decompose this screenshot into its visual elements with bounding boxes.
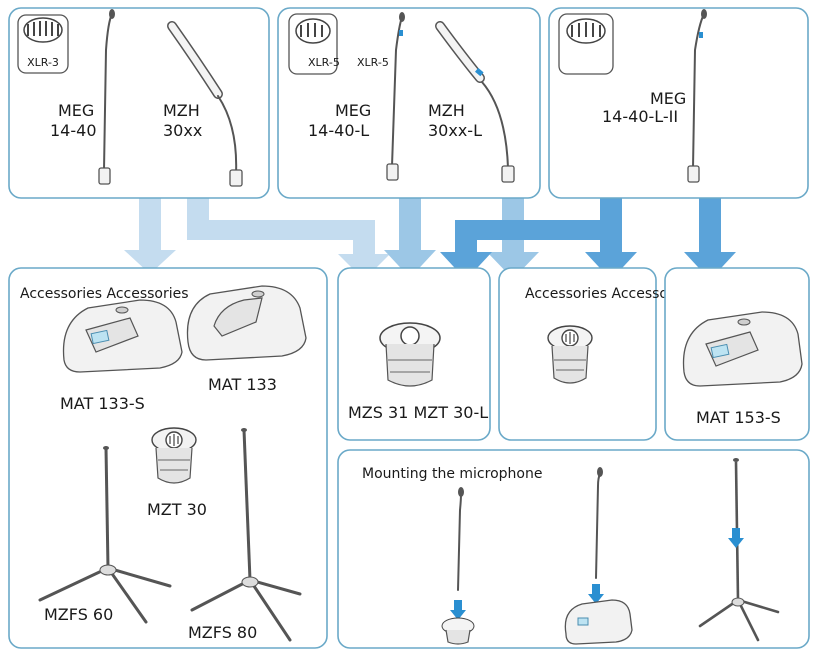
xlr5-label-a: XLR-5	[308, 56, 340, 69]
arrow-meg1440l-to-mzs31	[384, 197, 436, 278]
arrow-meg1440-to-left-accessories	[124, 197, 176, 274]
meg1440lii-label-model: MEG	[650, 89, 686, 108]
mount-step-flush	[441, 487, 475, 645]
mat133s-label: MAT 133-S	[60, 394, 145, 413]
mzt30-label: MZT 30	[147, 500, 207, 519]
meg1440-label-num: 14-40	[50, 121, 97, 140]
mzs31-mount	[379, 322, 441, 387]
arrow-meg1440lii-to-mat153s	[684, 197, 736, 280]
mat153s-label: MAT 153-S	[696, 408, 781, 427]
mzfs80-stand	[190, 428, 302, 642]
mat133-base	[186, 285, 307, 361]
mzs31-mzt30l-label: MZS 31 MZT 30-L	[348, 403, 488, 422]
arrow-mzh30xx-to-mzs31	[187, 197, 390, 280]
mzfs80-label: MZFS 80	[188, 623, 257, 642]
mzh30xx-mic	[167, 21, 243, 187]
meg1440l-mic	[386, 12, 405, 181]
meg1440lii-mic	[687, 9, 707, 183]
panel-accessories-right: Accessories Accessories	[498, 267, 694, 441]
panel-mounting: Mounting the microphone	[337, 449, 810, 649]
accessories-left-heading: Accessories Accessories	[20, 286, 189, 302]
accessories-right-heading: Accessories Accessories	[525, 286, 694, 302]
mount-step-stand	[698, 458, 780, 642]
mount-step-base	[564, 467, 633, 645]
panel-meg1440-mzh30xx: XLR-3 MEG 14-40 MZH 30xx	[8, 7, 270, 199]
mzh30xxl-label-model: MZH	[428, 101, 465, 120]
panel-accessories-far-right: MAT 153-S	[664, 267, 810, 441]
mzfs60-stand	[38, 446, 172, 624]
panel-meg1440l-mzh30xxl: XLR-5 XLR-5 MEG 14-40-L MZH 30xx-L	[277, 7, 541, 199]
mzfs60-label: MZFS 60	[44, 605, 113, 624]
arrow-meg1440lii-split	[440, 197, 637, 280]
xlr3-connector: XLR-3	[17, 14, 69, 74]
meg1440lii-label-num: 14-40-L-II	[602, 107, 678, 126]
mzh30xx-label-model: MZH	[163, 101, 200, 120]
mzh30xx-label-num: 30xx	[163, 121, 202, 140]
mzh30xxl-label-num: 30xx-L	[428, 121, 482, 140]
mat133s-base	[62, 299, 183, 373]
arrows	[124, 197, 736, 280]
mounting-heading: Mounting the microphone	[362, 466, 542, 482]
xlr5-connector-2	[558, 13, 614, 75]
mat153s-base	[682, 311, 803, 387]
xlr5-connector	[288, 13, 338, 75]
panel-accessories-left: Accessories Accessories MAT 133-S MAT 13…	[8, 267, 328, 649]
meg1440-mic	[98, 9, 115, 185]
mzh30xxl-mic	[435, 21, 515, 183]
panel-meg1440lii: MEG 14-40-L-II	[548, 7, 809, 199]
mzt30-mount	[151, 427, 197, 484]
panel-accessories-mid	[337, 267, 491, 441]
xlr5-label-b: XLR-5	[357, 56, 389, 69]
meg1440-label-model: MEG	[58, 101, 94, 120]
mat133-label: MAT 133	[208, 375, 277, 394]
xlr3-label: XLR-3	[27, 56, 59, 69]
mzt30l-mount	[547, 325, 593, 384]
meg1440l-label-model: MEG	[335, 101, 371, 120]
meg1440l-label-num: 14-40-L	[308, 121, 369, 140]
